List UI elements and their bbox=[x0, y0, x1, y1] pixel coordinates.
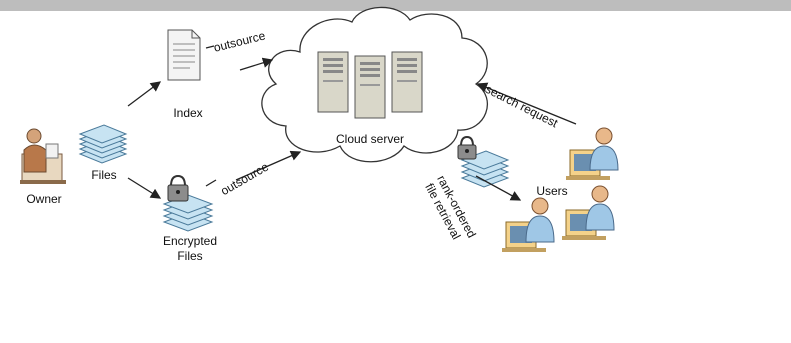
encrypted-files-label-line1: Encrypted bbox=[162, 234, 218, 248]
user-icon bbox=[566, 127, 619, 180]
index-document-icon bbox=[167, 29, 201, 81]
arrow-search-request bbox=[476, 82, 577, 125]
arrow-files-outsource bbox=[235, 150, 302, 181]
owner-icon bbox=[20, 128, 66, 184]
arrow-index-outsource bbox=[239, 57, 274, 71]
user-icon bbox=[562, 185, 615, 240]
arrow-index-outsource-bar bbox=[205, 45, 215, 49]
arrow-files-outsource-bar bbox=[205, 179, 217, 187]
index-label: Index bbox=[173, 106, 203, 120]
files-stack-icon bbox=[78, 124, 128, 164]
files-label: Files bbox=[91, 168, 117, 182]
server-icon bbox=[354, 55, 386, 119]
arrow-file-retrieval bbox=[475, 175, 522, 201]
encrypted-files-label-line2: Files bbox=[177, 249, 203, 263]
cloud-server-label: Cloud server bbox=[335, 132, 405, 146]
users-label: Users bbox=[536, 184, 568, 198]
top-band bbox=[0, 0, 791, 11]
retrieved-files-icon bbox=[460, 150, 510, 188]
lock-icon bbox=[457, 135, 477, 160]
arrow-files-to-index bbox=[127, 81, 162, 107]
owner-label: Owner bbox=[26, 192, 62, 206]
server-icon bbox=[317, 51, 349, 113]
user-icon bbox=[502, 197, 555, 252]
arrow-files-to-encrypted bbox=[127, 177, 162, 199]
server-icon bbox=[391, 51, 423, 113]
lock-icon bbox=[167, 174, 189, 202]
